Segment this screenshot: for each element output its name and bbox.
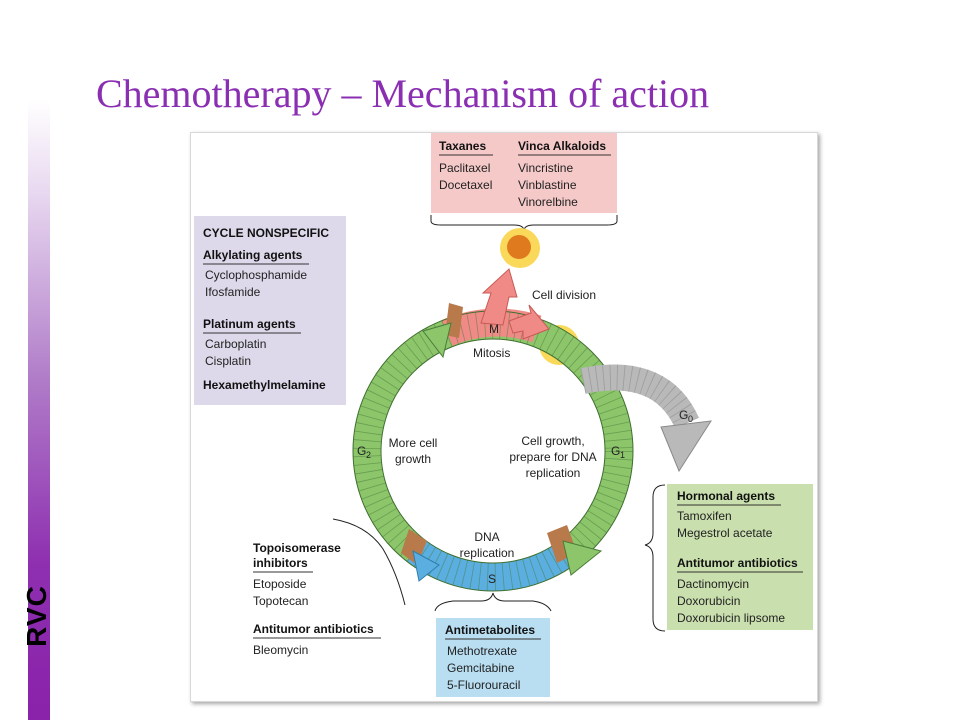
s-desc-line1: DNA [474, 530, 499, 544]
g2-desc-line2: growth [395, 452, 431, 466]
drug-carboplatin: Carboplatin [205, 337, 266, 351]
drug-vinorelbine: Vinorelbine [518, 195, 578, 209]
drug-megestrol-acetate: Megestrol acetate [677, 526, 773, 540]
g1-desc-line2: prepare for DNA [509, 450, 596, 464]
drug-doxorubicin: Doxorubicin [677, 594, 740, 608]
g0-label-sub: 0 [688, 414, 693, 424]
mitosis-arrow [480, 268, 550, 340]
mitosis-label: Mitosis [473, 346, 510, 360]
g0-label: G [679, 408, 688, 422]
sidebar-gradient-bar [28, 100, 50, 720]
s-drug-box: Antimetabolites Methotrexate Gemcitabine… [434, 592, 552, 697]
drug-tamoxifen: Tamoxifen [677, 509, 732, 523]
vinca-alkaloids-heading: Vinca Alkaloids [518, 139, 606, 153]
drug-topotecan: Topotecan [253, 594, 308, 608]
drug-methotrexate: Methotrexate [447, 644, 517, 658]
g1-drug-box: Hormonal agents Tamoxifen Megestrol acet… [644, 484, 813, 632]
g0-arc-stripes [580, 364, 699, 429]
g1-arrowhead [562, 540, 603, 576]
g1-drug-bg [667, 484, 813, 630]
alkylating-agents-heading: Alkylating agents [203, 248, 303, 262]
s-bracket [434, 592, 552, 612]
g2-label-sub: 2 [366, 450, 371, 460]
drug-bleomycin: Bleomycin [253, 643, 308, 657]
g2-arrowhead [422, 322, 452, 359]
hexamethylmelamine-heading: Hexamethylmelamine [203, 378, 326, 392]
drug-vincristine: Vincristine [518, 161, 573, 175]
drug-docetaxel: Docetaxel [439, 178, 492, 192]
ring-stripes [353, 311, 633, 591]
g1-label: G [611, 444, 620, 458]
m-label: M [489, 322, 499, 336]
hormonal-agents-heading: Hormonal agents [677, 489, 775, 503]
s-drug-bg [436, 618, 550, 697]
topoisomerase-heading-line1: Topoisomerase [253, 541, 341, 555]
drug-ifosfamide: Ifosfamide [205, 285, 261, 299]
g2-drug-list: Topoisomerase inhibitors Etoposide Topot… [253, 518, 406, 657]
g2-bracket [332, 518, 406, 606]
g1-bracket [644, 484, 666, 632]
g2-desc-line1: More cell [389, 436, 438, 450]
g0-arrowhead [660, 420, 712, 473]
drug-5-fluorouracil: 5-Fluorouracil [447, 678, 520, 692]
g0-arc: G 0 [580, 364, 712, 473]
drug-gemcitabine: Gemcitabine [447, 661, 515, 675]
topoisomerase-heading-line2: inhibitors [253, 556, 308, 570]
phase-labels: M Mitosis Cell division G 2 G 1 S Cell g… [357, 288, 625, 586]
cell-cycle-ring [352, 303, 634, 592]
drug-cyclophosphamide: Cyclophosphamide [205, 268, 307, 282]
drug-vinblastine: Vinblastine [518, 178, 577, 192]
drug-doxorubicin-lipsome: Doxorubicin lipsome [677, 611, 785, 625]
cell-cycle-diagram: CYCLE NONSPECIFIC Alkylating agents Cycl… [194, 133, 813, 697]
cell-cycle-figure: CYCLE NONSPECIFIC Alkylating agents Cycl… [190, 132, 818, 702]
drug-dactinomycin: Dactinomycin [677, 577, 749, 591]
s-arrowhead [412, 550, 440, 582]
ring-inner-edge [380, 338, 606, 564]
platinum-agents-heading: Platinum agents [203, 317, 296, 331]
g1-desc-line3: replication [526, 466, 581, 480]
rvc-logo: RVC [21, 585, 52, 647]
cell-division-label: Cell division [532, 288, 596, 302]
slide-title: Chemotherapy – Mechanism of action [96, 71, 710, 116]
drug-paclitaxel: Paclitaxel [439, 161, 490, 175]
cycle-nonspecific-box: CYCLE NONSPECIFIC Alkylating agents Cycl… [194, 216, 346, 405]
g1-desc-line1: Cell growth, [521, 434, 584, 448]
mitosis-right-arrow [508, 304, 550, 340]
drug-etoposide: Etoposide [253, 577, 307, 591]
s-label: S [488, 572, 496, 586]
cycle-nonspecific-heading: CYCLE NONSPECIFIC [203, 226, 329, 240]
taxanes-heading: Taxanes [439, 139, 486, 153]
g0-arc-body [580, 364, 699, 429]
g1-label-sub: 1 [620, 450, 625, 460]
mitosis-drug-box: Taxanes Paclitaxel Docetaxel Vinca Alkal… [430, 133, 618, 232]
antitumor-antibiotics-g2-heading: Antitumor antibiotics [253, 622, 374, 636]
antimetabolites-heading: Antimetabolites [445, 623, 535, 637]
drug-cisplatin: Cisplatin [205, 354, 251, 368]
mitosis-up-arrow [480, 268, 518, 326]
antitumor-antibiotics-g1-heading: Antitumor antibiotics [677, 556, 798, 570]
g2-label: G [357, 444, 366, 458]
mitosis-drug-bg [431, 133, 617, 213]
cycle-nonspecific-bg [194, 216, 346, 405]
cell-top-nucleus [507, 235, 531, 259]
s-desc-line2: replication [460, 546, 515, 560]
